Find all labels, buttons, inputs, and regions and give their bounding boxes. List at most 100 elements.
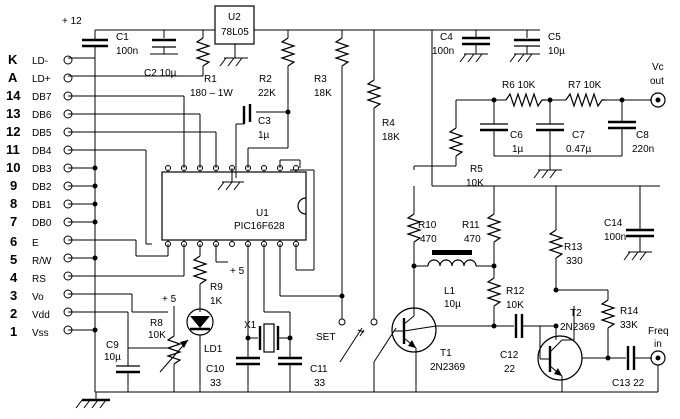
pin-name: DB3: [32, 164, 52, 175]
r13-value: 330: [566, 256, 583, 267]
pin-name: Vss: [32, 328, 49, 339]
u1-ref: U1: [256, 208, 269, 219]
c6-value: 1µ: [512, 144, 524, 155]
r12-value: 10K: [506, 300, 524, 311]
pin-number: 2: [10, 306, 17, 321]
resistor-r2: [280, 30, 296, 115]
connector-pad: [63, 55, 73, 65]
r6-label: R6 10K: [502, 80, 536, 91]
resistor-r4: [366, 30, 382, 314]
freq-in-line1: Freq: [648, 326, 669, 337]
c8-ref: C8: [636, 130, 649, 141]
pin-number: 13: [6, 106, 20, 121]
r3-value: 18K: [314, 88, 332, 99]
pin-name: RS: [32, 274, 46, 285]
capacitor-c5: [509, 30, 540, 63]
r9-value: 1K: [210, 296, 223, 307]
pin-number: A: [8, 70, 18, 85]
pin-name: R/W: [32, 256, 52, 267]
crystal-x1: [245, 244, 293, 358]
t2-ref: T2: [570, 308, 582, 319]
c5-ref: C5: [548, 32, 561, 43]
t1-ref: T1: [440, 348, 452, 359]
r3-ref: R3: [314, 74, 327, 85]
r4-value: 18K: [382, 132, 400, 143]
c12-value: 22: [504, 364, 516, 375]
connector-labels: K LD- A LD+ 14 DB7 13 DB6 12 DB5 11 DB4 …: [6, 52, 52, 339]
r12-ref: R12: [506, 286, 525, 297]
l1-ref: L1: [444, 286, 456, 297]
r5-value: 10K: [466, 178, 484, 189]
freq-input-terminal: [640, 350, 666, 393]
ic-pin-pad: [229, 241, 235, 247]
c2-label: C2 10µ: [144, 68, 177, 79]
pin-name: DB1: [32, 200, 52, 211]
r5-ref: R5: [470, 164, 483, 175]
c1-ref: C1: [116, 32, 129, 43]
pin-number: 14: [6, 88, 21, 103]
r1-ref: R1: [204, 74, 217, 85]
c11-value: 33: [314, 378, 326, 389]
vc-filter-wiring: [431, 30, 660, 187]
capacitor-c12: [494, 314, 559, 338]
resistor-r11: [486, 186, 502, 269]
pin-number: 9: [10, 178, 17, 193]
resistor-r14: [582, 290, 626, 361]
resistor-r5: [413, 127, 464, 170]
c12-ref: C12: [500, 350, 519, 361]
resistor-r9: [192, 244, 208, 312]
transistor-t2: [537, 306, 583, 392]
u2-ref: U2: [228, 12, 241, 23]
pin-name: DB7: [32, 92, 52, 103]
pin-name: DB5: [32, 128, 52, 139]
x1-ref: X1: [244, 320, 257, 331]
pin-name: LD-: [32, 56, 48, 67]
r13-ref: R13: [564, 242, 583, 253]
r14-value: 33K: [620, 320, 638, 331]
r14-ref: R14: [620, 306, 639, 317]
plus5-label: + 5: [162, 294, 177, 305]
pin-number: 7: [10, 214, 17, 229]
capacitor-c10: [236, 338, 260, 392]
resistor-r7: [565, 92, 606, 108]
potentiometer-r8: [128, 306, 189, 392]
c4-ref: C4: [440, 32, 453, 43]
r8-value: 10K: [148, 330, 166, 341]
inductor-l1: [414, 250, 494, 267]
supply-rails: [75, 29, 640, 409]
regulator-u2: [214, 5, 255, 67]
pin-number: 10: [6, 160, 20, 175]
pin-name: DB0: [32, 218, 52, 229]
r11-value: 470: [464, 234, 481, 245]
c9-ref: C9: [106, 340, 119, 351]
transistor-t1: [391, 266, 494, 392]
c1-value: 100n: [116, 46, 138, 57]
led-ld1: [186, 308, 214, 392]
pin-name: LD+: [32, 74, 51, 85]
c6-ref: C6: [510, 130, 523, 141]
resistor-r12: [486, 266, 502, 329]
data-bus-wiring: [68, 57, 301, 333]
vc-output-terminal: [650, 92, 666, 108]
capacitor-c1: [82, 30, 108, 56]
vc-out-line1: Vc: [652, 62, 664, 73]
resistor-r13: [548, 186, 608, 293]
capacitor-c2: [150, 30, 178, 55]
r2-ref: R2: [259, 74, 272, 85]
r4-ref: R4: [382, 118, 395, 129]
pin-number: 4: [10, 270, 18, 285]
capacitor-c14: [623, 186, 654, 261]
c7-ref: C7: [572, 130, 585, 141]
vc-out-line2: out: [650, 76, 664, 87]
l1-value: 10µ: [444, 299, 461, 310]
c3-ref: C3: [258, 116, 271, 127]
c10-ref: C10: [206, 364, 225, 375]
connector-pad: [63, 73, 73, 83]
pin-name: DB2: [32, 182, 52, 193]
r2-value: 22K: [258, 88, 276, 99]
set-switch: [279, 169, 397, 392]
r7-label: R7 10K: [568, 80, 602, 91]
supply-12v-label: + 12: [62, 16, 82, 27]
pin-number: 11: [6, 142, 20, 157]
r10-value: 470: [420, 234, 437, 245]
